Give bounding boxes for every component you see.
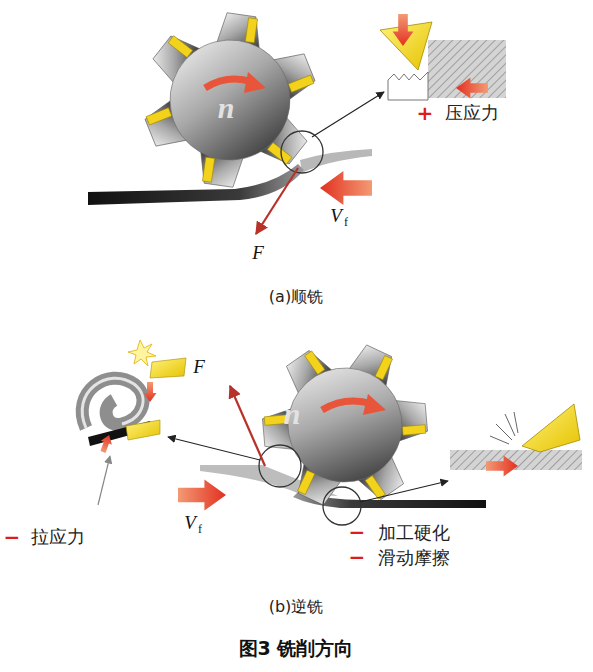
force-arrow-small	[98, 433, 115, 454]
feed-arrow	[178, 479, 226, 510]
leader-arrow	[360, 481, 448, 502]
pressure-arrow	[486, 456, 518, 477]
workpiece-section	[428, 40, 506, 98]
feed-subscript: f	[198, 523, 202, 535]
milling-cutter	[236, 316, 453, 533]
feed-label: V	[184, 513, 196, 532]
force-arrow	[230, 386, 265, 466]
uncut-material	[300, 149, 372, 173]
figure-caption: 图3 铣削方向	[239, 639, 354, 658]
detail-circle	[281, 131, 323, 173]
leader-arrow	[312, 92, 384, 137]
feed-subscript: f	[344, 216, 348, 228]
conventional-milling-panel	[82, 316, 582, 533]
panel-label: (b)逆铣	[269, 599, 324, 615]
rotation-symbol: n	[284, 399, 301, 429]
leader-arrow	[168, 437, 260, 460]
cutting-insert	[126, 420, 160, 440]
rotation-arrowhead	[363, 394, 386, 415]
rotation-symbol: n	[218, 93, 235, 123]
sign-mark: −	[4, 527, 21, 547]
effect-label: 滑动摩擦	[378, 549, 450, 567]
cutting-insert	[150, 358, 186, 378]
detail-circle	[259, 445, 301, 487]
force-label: F	[193, 357, 205, 376]
rotation-arrow	[322, 401, 372, 410]
leader-arrow	[98, 456, 110, 505]
sign-mark: +	[417, 103, 434, 123]
force-label: F	[252, 243, 264, 262]
stress-label: 拉应力	[31, 528, 85, 546]
sign-mark: −	[349, 547, 366, 567]
effect-label: 加工硬化	[378, 524, 450, 542]
rotation-arrow	[205, 79, 252, 88]
cutting-insert	[522, 404, 580, 452]
stress-label: 压应力	[445, 104, 499, 122]
chip-highlight	[82, 378, 143, 428]
chip-curl	[82, 378, 143, 428]
panel-label: (a)顺铣	[269, 289, 323, 305]
feed-arrow	[320, 171, 372, 205]
force-arrow	[256, 168, 298, 234]
feed-label: V	[330, 206, 342, 225]
climb-milling-panel	[88, 3, 506, 234]
sign-mark: −	[349, 522, 366, 542]
force-arrow-small	[144, 382, 157, 402]
spark-burst	[128, 340, 156, 366]
rotation-arrowhead	[244, 72, 266, 93]
pressure-arrow	[393, 14, 414, 46]
workpiece-strip	[88, 164, 304, 205]
detail-circle	[323, 487, 361, 525]
pressure-arrow	[456, 78, 488, 99]
spark-lines	[490, 412, 518, 444]
serrated-surface	[388, 72, 428, 100]
